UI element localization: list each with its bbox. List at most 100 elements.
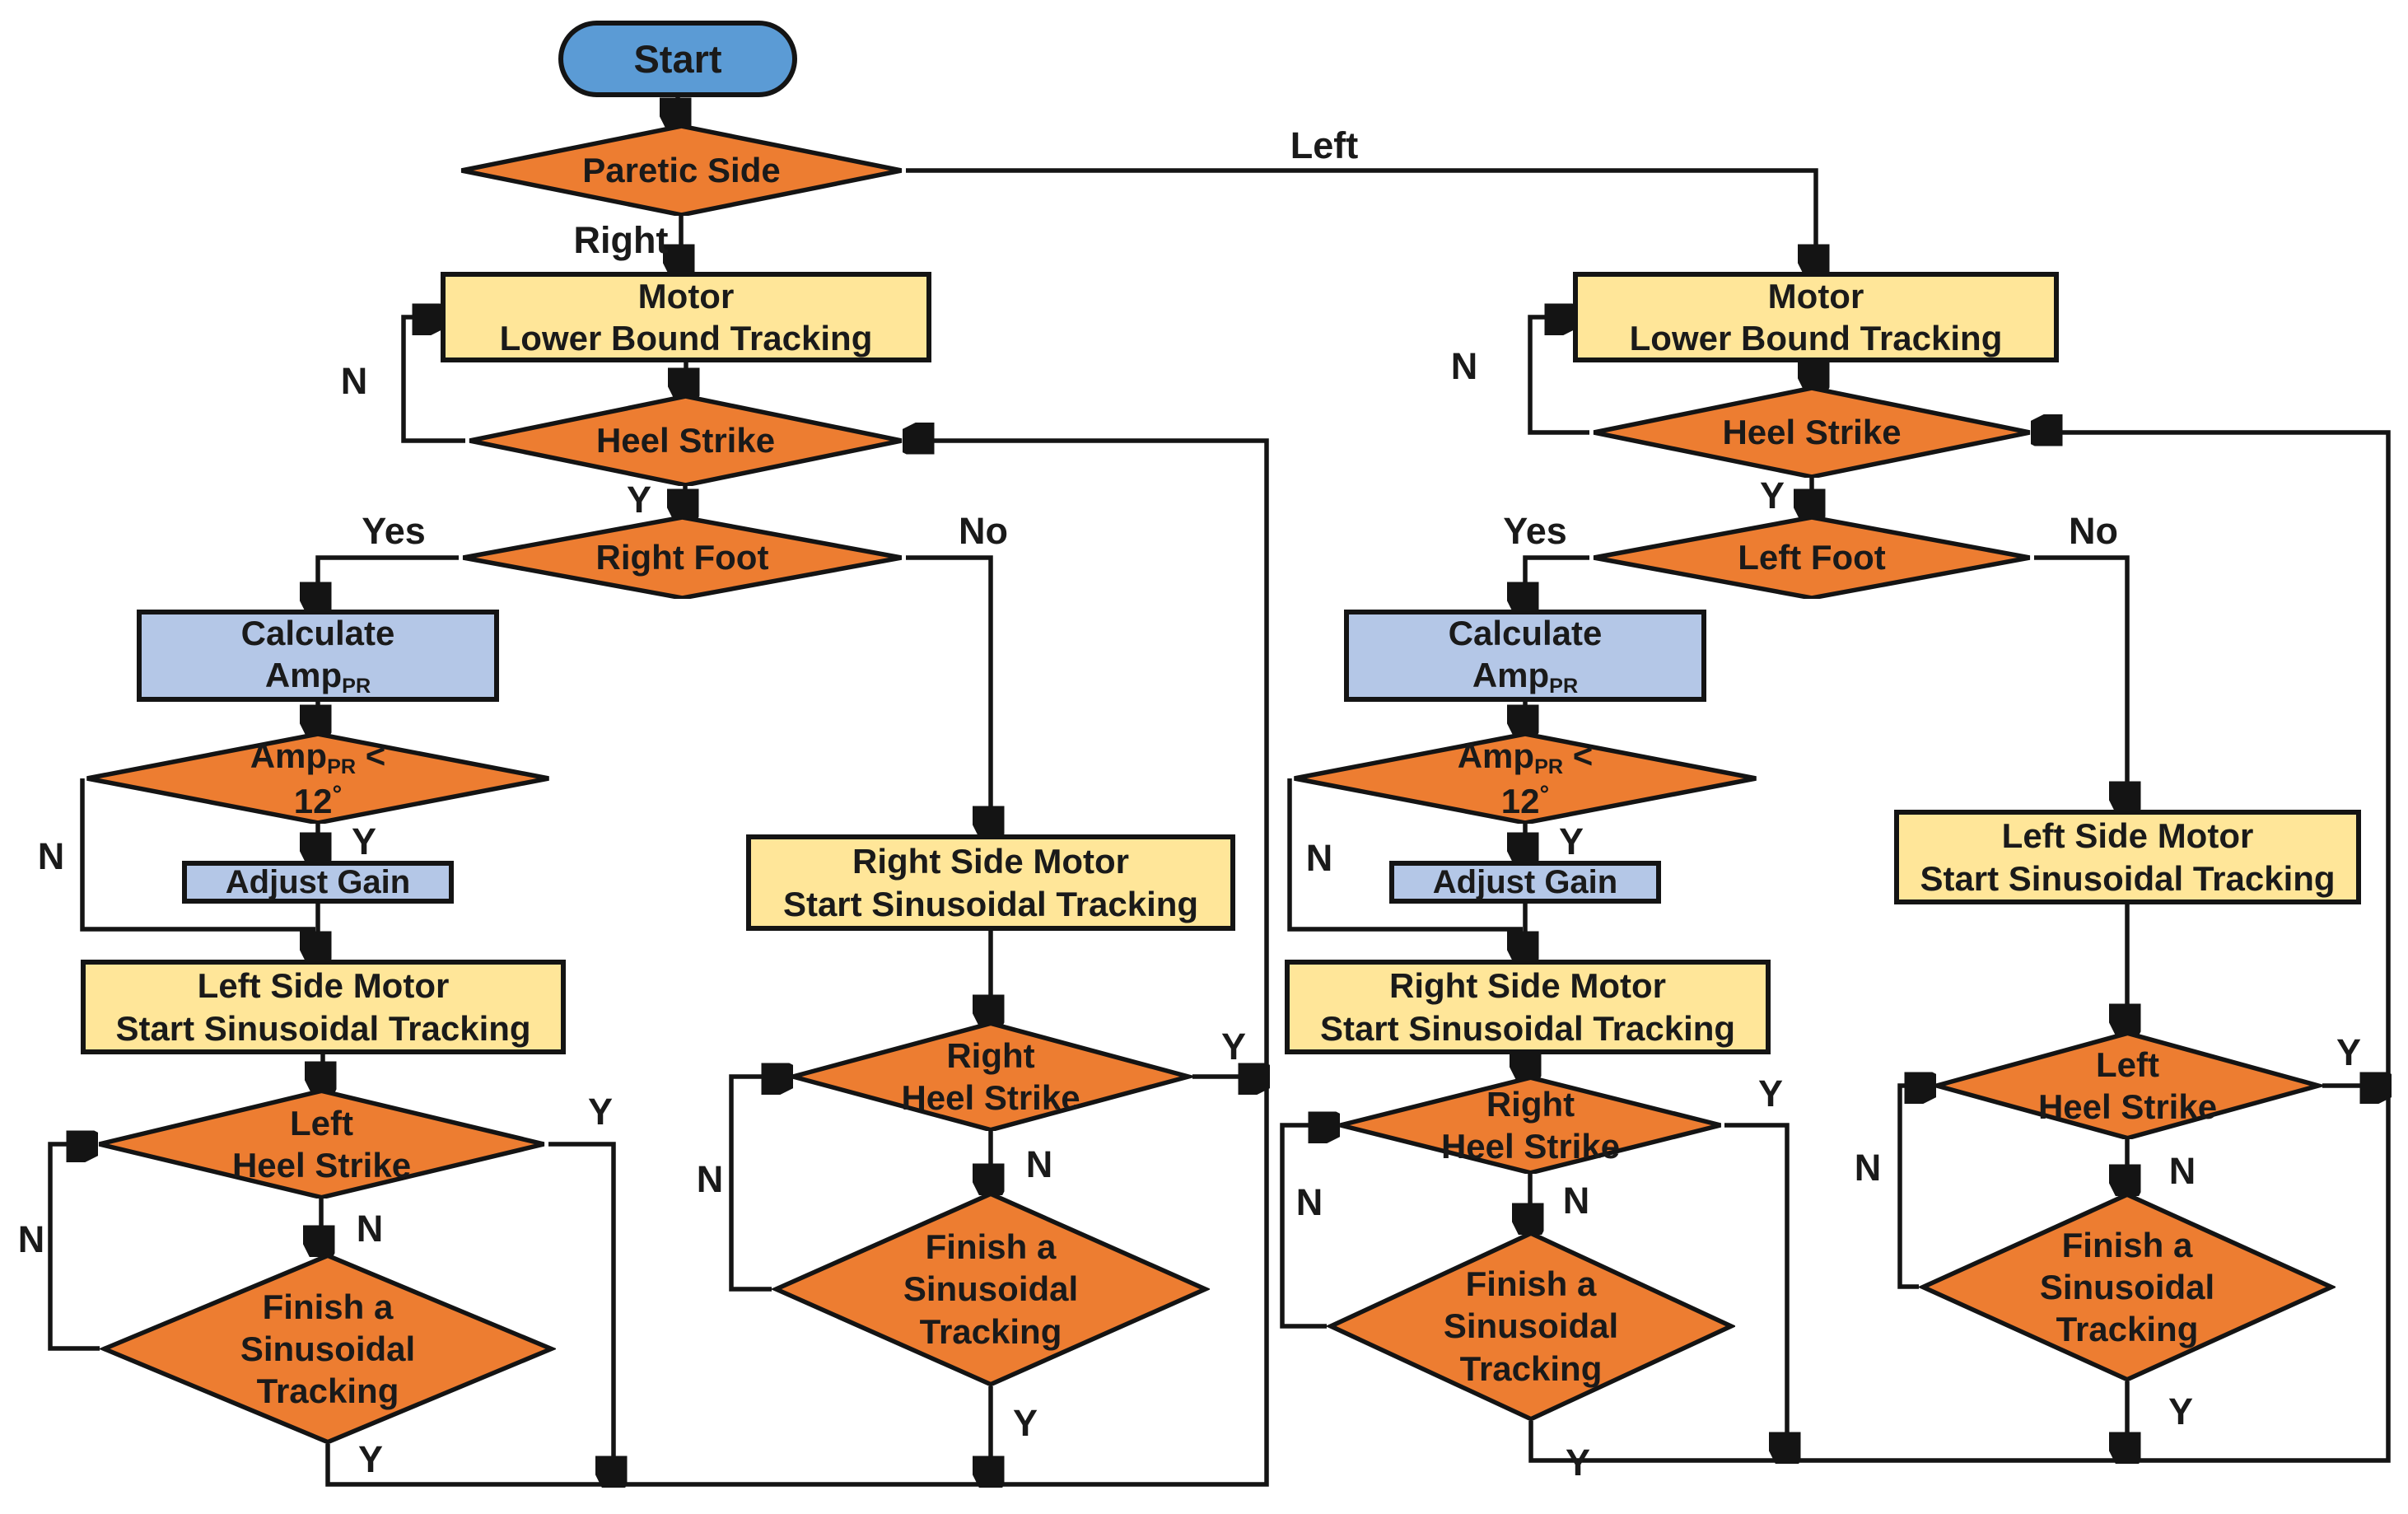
label-no-leftfoot: No — [2069, 510, 2118, 552]
calculate-label: Calculate — [1448, 614, 1603, 652]
motor-line2: Lower Bound Tracking — [499, 319, 873, 357]
process-calculate-amp-left: Calculate AmpPR — [137, 610, 499, 702]
label-n-heel2E: N — [1562, 1180, 1590, 1222]
finish-line3: Tracking — [256, 1371, 399, 1411]
diamond-shape — [100, 1254, 556, 1444]
label-y-heel2F: Y — [2336, 1031, 2362, 1073]
finish-line1: Finish a — [2061, 1225, 2193, 1264]
label-n-amp-right: N — [1305, 837, 1333, 879]
edge-heel2E-y-drop — [1724, 1123, 1787, 1455]
label-n-motor-loop-right: N — [1450, 345, 1478, 387]
edge-ampL-n-loop — [80, 778, 315, 932]
heel2-line1: Right — [1486, 1084, 1575, 1124]
label-y-finishC: Y — [1012, 1402, 1038, 1444]
adjust-gain-label: Adjust Gain — [1432, 863, 1618, 900]
diamond-shape — [459, 516, 906, 599]
side-motor-line1: Right Side Motor — [1389, 966, 1666, 1006]
decision-amp-threshold-left: AmpPR < 12° — [82, 733, 553, 824]
branch-label-left: Left — [1290, 124, 1359, 166]
diamond-shape — [1933, 1032, 2322, 1139]
side-motor-line2: Start Sinusoidal Tracking — [1319, 1008, 1736, 1048]
edge-rightfoot-yes-to-calculate — [318, 555, 459, 605]
label-y-heel2C: Y — [1220, 1026, 1247, 1068]
heel-strike-label: Heel Strike — [1722, 413, 1902, 452]
heel2-line2: Heel Strike — [901, 1078, 1080, 1117]
edge-heelstrikeL-n-loop — [401, 317, 465, 443]
diamond-shape — [1919, 1193, 2336, 1381]
finish-line3: Tracking — [1459, 1348, 1603, 1388]
edge-finishA-y-return-left — [325, 441, 1269, 1487]
edge-heel2A-y-drop — [548, 1142, 614, 1479]
label-yes-leftfoot: Yes — [1503, 510, 1567, 552]
label-y-finishA: Y — [357, 1438, 384, 1480]
edge-finishF-n-loop — [1897, 1086, 1927, 1289]
label-y-heelstrike-right: Y — [1759, 474, 1785, 516]
label-no-rightfoot: No — [959, 510, 1008, 552]
label-n-finishC-loop: N — [696, 1158, 724, 1200]
side-motor-line1: Right Side Motor — [852, 842, 1129, 881]
decision-paretic-side: Paretic Side — [457, 125, 906, 216]
amp-cond-line1: AmpPR < — [1457, 736, 1594, 778]
finish-line2: Sinusoidal — [2039, 1267, 2215, 1306]
diamond-shape — [1327, 1231, 1735, 1421]
label-y-finishF: Y — [2168, 1390, 2194, 1432]
heel2-line1: Left — [2096, 1044, 2159, 1084]
process-adjust-gain-left: Adjust Gain — [182, 861, 454, 904]
decision-left-foot: Left Foot — [1589, 516, 2034, 599]
diamond-shape — [1589, 516, 2034, 599]
finish-line1: Finish a — [262, 1287, 394, 1326]
terminator-start: Start — [558, 21, 797, 97]
edge-leftfoot-no-to-motorF — [2034, 555, 2127, 804]
diamond-shape — [82, 733, 553, 824]
diamond-shape — [95, 1090, 548, 1199]
heel2-line2: Heel Strike — [2037, 1087, 2218, 1126]
edge-leftfoot-yes-to-calculate — [1525, 555, 1589, 605]
side-motor-line1: Left Side Motor — [197, 966, 450, 1006]
process-adjust-gain-right: Adjust Gain — [1389, 861, 1661, 904]
label-n-heel2C: N — [1025, 1143, 1053, 1185]
diamond-shape — [772, 1192, 1210, 1386]
finish-line3: Tracking — [2056, 1310, 2199, 1349]
diamond-shape — [1290, 733, 1761, 824]
label-n-finishE-loop: N — [1295, 1181, 1323, 1223]
paretic-side-label: Paretic Side — [582, 151, 781, 190]
diamond-shape — [465, 395, 906, 486]
amp-cond-line2: 12° — [293, 780, 343, 820]
decision-heel-strike-left: Heel Strike — [465, 395, 906, 486]
amp-pr-label: AmpPR — [1472, 656, 1579, 699]
motor-line1: Motor — [637, 276, 735, 315]
decision-amp-threshold-right: AmpPR < 12° — [1290, 733, 1761, 824]
side-motor-line1: Left Side Motor — [2001, 816, 2254, 856]
heel2-line2: Heel Strike — [231, 1146, 412, 1185]
motor-line2: Lower Bound Tracking — [1629, 319, 2003, 357]
process-calculate-amp-right: Calculate AmpPR — [1344, 610, 1706, 702]
label-n-motor-loop-left: N — [340, 360, 368, 402]
diamond-shape — [789, 1022, 1192, 1131]
finish-line3: Tracking — [919, 1311, 1062, 1351]
edge-heelstrikeR-n-loop — [1528, 317, 1589, 435]
side-motor-line2: Start Sinusoidal Tracking — [782, 884, 1199, 923]
start-label: Start — [633, 36, 722, 81]
edge-finishC-n-loop — [729, 1077, 784, 1292]
label-n-finishF-loop: N — [1854, 1147, 1882, 1189]
label-y-heelstrike-left: Y — [626, 479, 652, 521]
finish-line2: Sinusoidal — [903, 1269, 1079, 1309]
label-n-finishA-loop: N — [17, 1218, 45, 1260]
label-yes-rightfoot: Yes — [362, 510, 426, 552]
label-n-amp-left: N — [37, 835, 65, 877]
edge-rightfoot-no-to-motorC — [906, 555, 991, 829]
label-y-heel2E: Y — [1757, 1072, 1784, 1114]
diamond-shape — [457, 125, 906, 216]
branch-label-right: Right — [573, 219, 669, 261]
